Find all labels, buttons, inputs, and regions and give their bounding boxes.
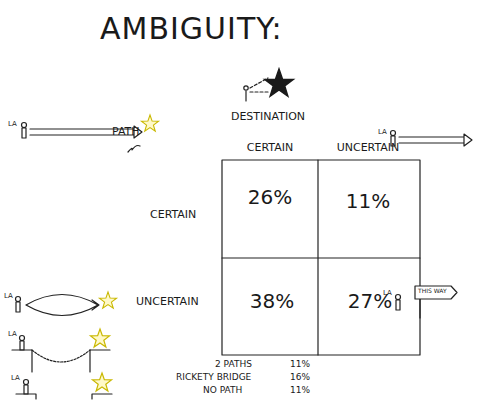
stick-figure	[22, 128, 26, 138]
destination-star	[265, 69, 294, 96]
table-cell: 11%	[346, 190, 390, 212]
figure-label: LA	[8, 121, 17, 129]
table-cell: 38%	[250, 290, 294, 312]
figure-label: LA	[378, 129, 387, 137]
column-header: CERTAIN	[247, 142, 293, 154]
cliff-ledge	[92, 394, 112, 399]
destination-star	[92, 373, 111, 391]
sight-line	[250, 91, 268, 92]
path-arrow	[30, 126, 142, 138]
stick-figure	[391, 131, 396, 136]
cliff-ledge	[16, 394, 36, 399]
grid-frame	[222, 160, 420, 355]
row-header: CERTAIN	[150, 209, 196, 221]
grid-line	[222, 257, 420, 258]
destination-star	[141, 115, 158, 131]
path-arrow	[399, 134, 472, 146]
stick-figure	[396, 295, 401, 300]
figure-label: LA	[8, 331, 17, 339]
sketch-title: AMBIGUITY:	[100, 12, 283, 45]
breakdown-label: RICKETY BRIDGE	[176, 373, 251, 383]
figure-label: LA	[4, 293, 13, 301]
stick-figure	[16, 302, 20, 312]
cliff-ledge	[12, 350, 32, 372]
row-header: UNCERTAIN	[136, 296, 199, 308]
stick-figure	[20, 341, 24, 350]
column-header: UNCERTAIN	[337, 142, 400, 154]
rickety-bridge	[32, 350, 90, 362]
axis-title: DESTINATION	[231, 111, 305, 123]
destination-star	[99, 292, 116, 308]
breakdown-value: 11%	[290, 360, 310, 370]
stick-figure	[16, 297, 21, 302]
stick-figure	[396, 300, 400, 310]
sign-text: THIS WAY	[418, 288, 447, 295]
figure-label: LA	[11, 375, 20, 383]
breakdown-label: NO PATH	[203, 386, 242, 396]
sign-post	[419, 299, 420, 318]
sign-board	[415, 286, 457, 299]
table-cell: 26%	[248, 186, 292, 208]
squiggle-mark	[128, 146, 140, 153]
axis-title: PATH	[112, 126, 140, 138]
stick-figure	[24, 385, 28, 394]
cliff-ledge	[90, 350, 110, 372]
stick-figure	[245, 91, 246, 101]
stick-figure	[22, 123, 27, 128]
figure-label: LA	[383, 290, 392, 298]
stick-figure	[244, 86, 248, 90]
stick-figure	[20, 336, 25, 341]
breakdown-value: 16%	[290, 373, 310, 383]
breakdown-value: 11%	[290, 386, 310, 396]
breakdown-label: 2 PATHS	[215, 360, 252, 370]
stick-figure	[24, 380, 29, 385]
destination-star	[90, 329, 109, 347]
two-paths	[26, 295, 99, 316]
